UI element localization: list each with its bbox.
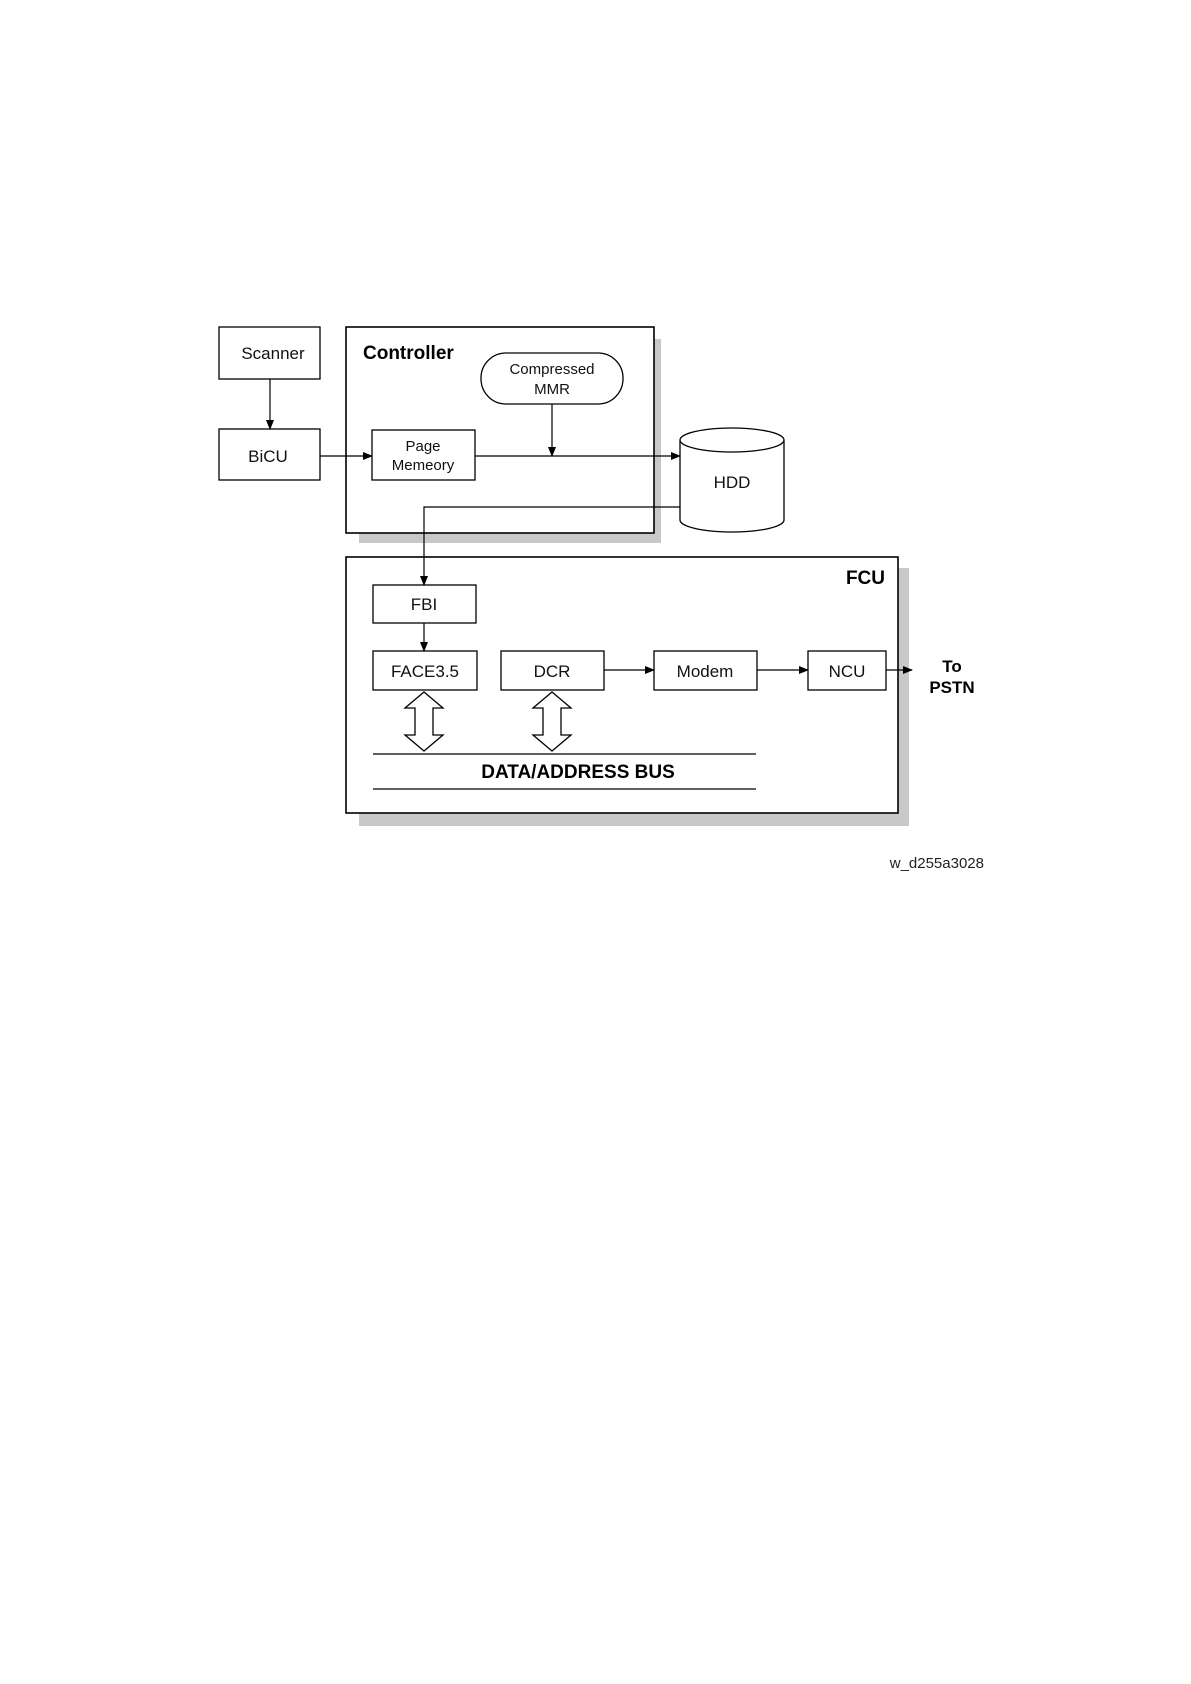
scanner-label: Scanner — [241, 344, 305, 363]
compressed-mmr-label-line2: MMR — [534, 381, 570, 398]
fbi-block: FBI — [373, 585, 476, 623]
dcr-label: DCR — [534, 662, 571, 681]
page-memory-label-line1: Page — [405, 438, 440, 455]
face-label: FACE3.5 — [391, 662, 459, 681]
figure-id: w_d255a3028 — [889, 855, 984, 872]
ncu-label: NCU — [829, 662, 866, 681]
bus-label: DATA/ADDRESS BUS — [481, 762, 675, 783]
hdd-label: HDD — [714, 473, 751, 492]
page-memory-block: Page Memeory — [372, 430, 475, 480]
pstn-label-line1: To — [942, 657, 962, 676]
bicu-block: BiCU — [219, 429, 320, 480]
fbi-label: FBI — [411, 595, 437, 614]
compressed-mmr-block: Compressed MMR — [481, 353, 623, 404]
scanner-block: Scanner — [219, 327, 320, 379]
dcr-block: DCR — [501, 651, 604, 690]
fcu-title: FCU — [846, 568, 885, 589]
compressed-mmr-label-line1: Compressed — [509, 361, 594, 378]
face-block: FACE3.5 — [373, 651, 477, 690]
bicu-label: BiCU — [248, 447, 288, 466]
modem-block: Modem — [654, 651, 757, 690]
controller-title: Controller — [363, 343, 454, 364]
page-memory-label-line2: Memeory — [392, 457, 455, 474]
pstn-label-line2: PSTN — [929, 678, 974, 697]
modem-label: Modem — [677, 662, 734, 681]
hdd-block: HDD — [680, 428, 784, 532]
ncu-block: NCU — [808, 651, 886, 690]
